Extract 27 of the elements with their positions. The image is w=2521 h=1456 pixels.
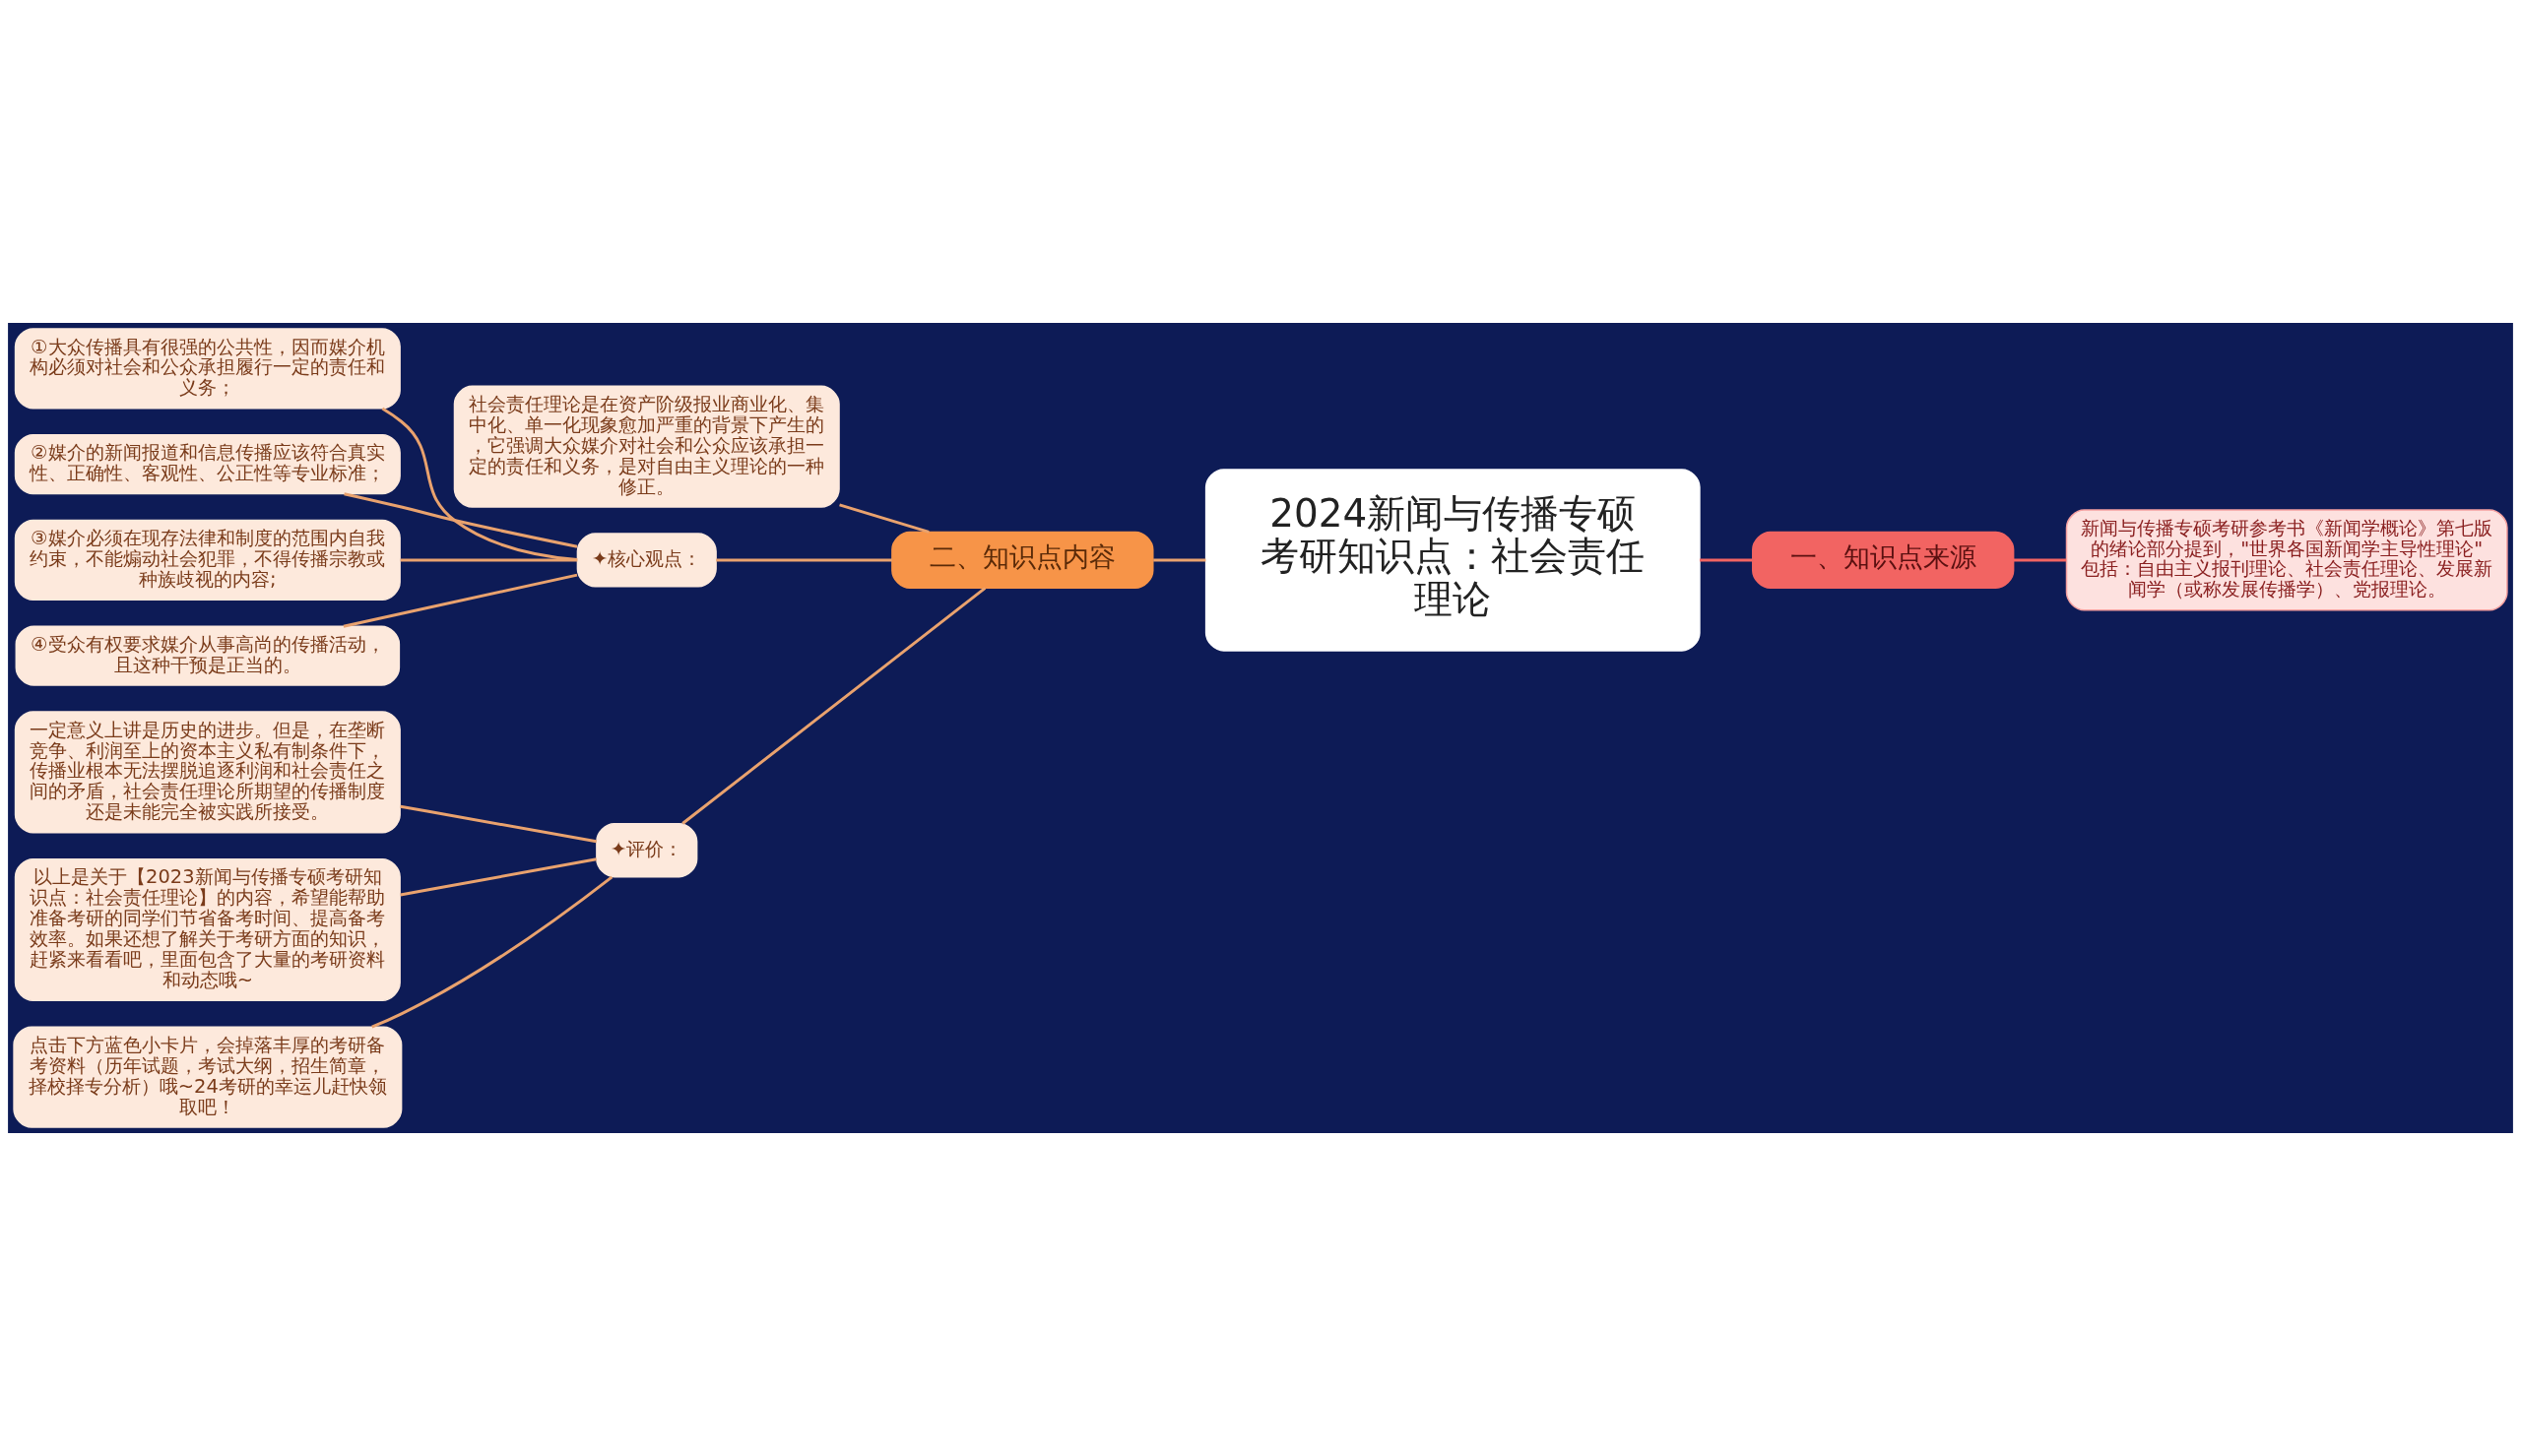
node-box: ③媒介必须在现存法律和制度的范围内自我约束，不能煽动社会犯罪，不得传播宗教或种族歧视的内容; (14, 519, 401, 601)
node-box: ✦核心观点： (576, 533, 717, 588)
connector (371, 875, 614, 1029)
node-box: 一、知识点来源 (1752, 531, 2015, 590)
connector (1700, 558, 1753, 562)
node-box: 点击下方蓝色小卡片，会掉落丰厚的考研备考资料（历年试题，考试大纲，招生简章，择校择专分析）哦~24考研的幸运儿赶快领取吧！ (13, 1026, 403, 1128)
node-box: 以上是关于【2023新闻与传播专硕考研知识点：社会责任理论】的内容，希望能帮助准备考研的同学们节省备考时间、提高备考效率。如果还想了解关于考研方面的知识，赶紧来看看吧，里面包含了大量的考研资料和动态哦~ (14, 857, 401, 1002)
connector (2013, 558, 2067, 562)
connector (400, 804, 597, 844)
connector (400, 857, 597, 897)
node-box: ②媒介的新闻报道和信息传播应该符合真实性、正确性、客观性、公正性等专业标准； (14, 433, 401, 495)
connector (344, 492, 578, 548)
node-box: 社会责任理论是在资产阶级报业商业化、集中化、单一化现象愈加严重的背景下产生的，它强调大众媒介对社会和公众应该承担一定的责任和义务，是对自由主义理论的一种修正。 (453, 385, 840, 508)
connector (400, 558, 578, 562)
connector (381, 407, 578, 562)
connector (839, 503, 930, 534)
node-box: ④受众有权要求媒介从事高尚的传播活动，且这种干预是正当的。 (15, 625, 401, 686)
node-box: 二、知识点内容 (891, 531, 1154, 590)
connector (716, 558, 892, 562)
connector (343, 573, 578, 628)
node-box: 2024新闻与传播专硕考研知识点：社会责任理论 (1204, 469, 1701, 652)
node-box: ①大众传播具有很强的公共性，因而媒介机构必须对社会和公众承担履行一定的责任和义务； (14, 328, 401, 410)
connector (1153, 558, 1206, 562)
connector (681, 587, 987, 825)
node-box: ✦评价： (596, 823, 698, 878)
node-box: 新闻与传播专硕考研参考书《新闻学概论》第七版的绪论部分提到，"世界各国新闻学主导性理论"包括：自由主义报刊理论、社会责任理论、发展新闻学（或称发展传播学）、党报理论。 (2065, 509, 2508, 611)
node-box: 一定意义上讲是历史的进步。但是，在垄断竞争、利润至上的资本主义私有制条件下，传播业根本无法摆脱追逐利润和社会责任之间的矛盾，社会责任理论所期望的传播制度还是未能完全被实践所接受。 (14, 711, 401, 834)
